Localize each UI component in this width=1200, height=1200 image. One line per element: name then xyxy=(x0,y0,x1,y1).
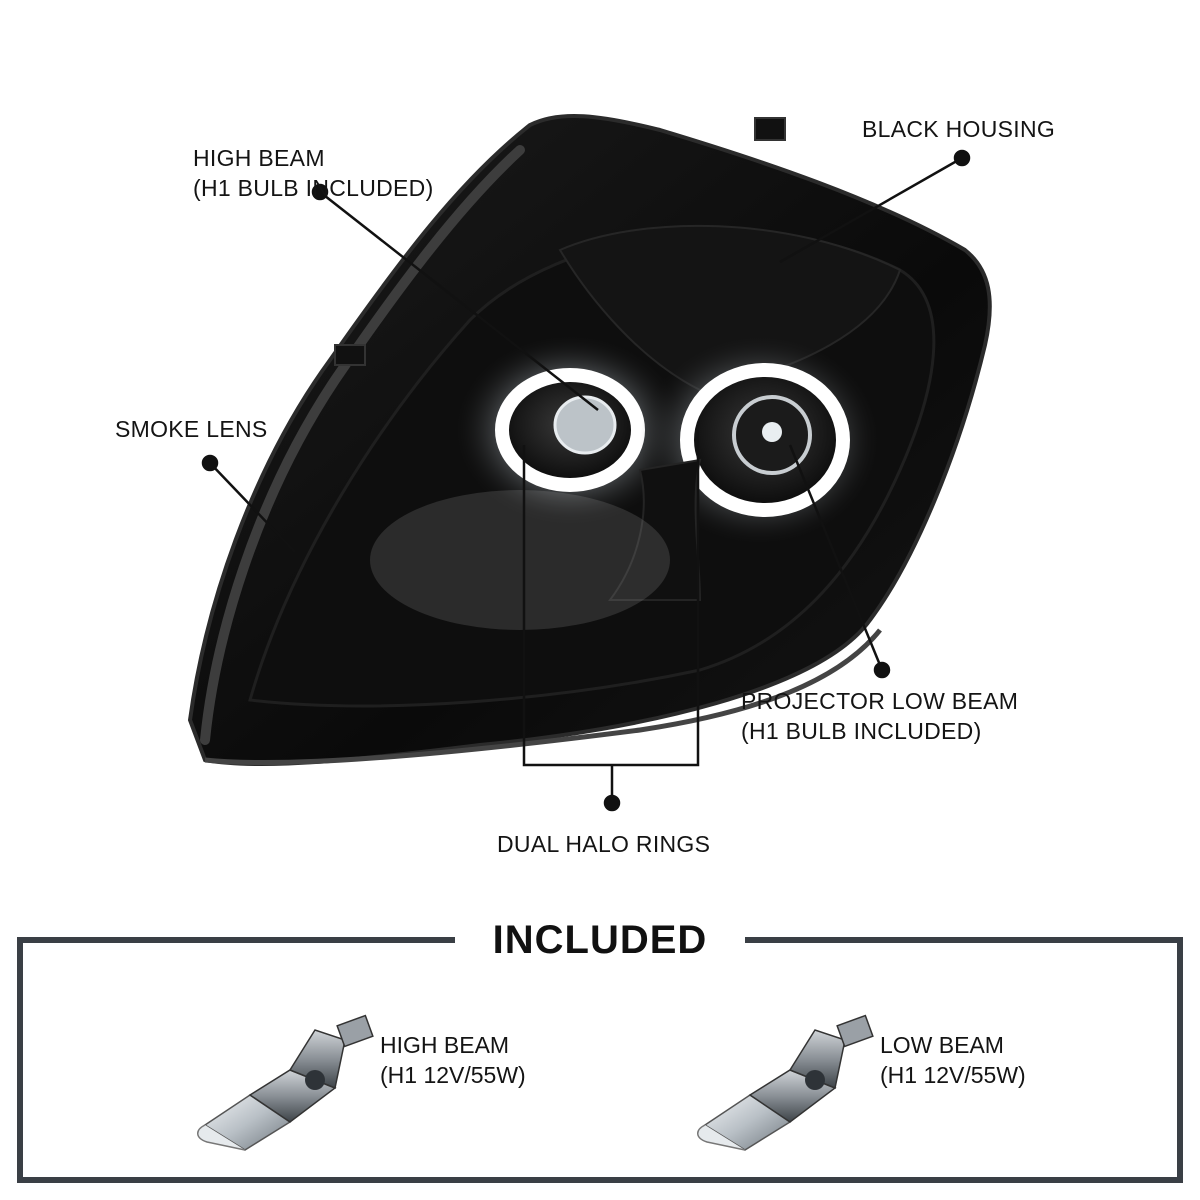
black-housing-leader xyxy=(779,156,963,264)
smoke-lens-leader-dot xyxy=(201,454,219,472)
leader-lines xyxy=(201,149,971,812)
smoke-lens-callout-line1: SMOKE LENS xyxy=(115,416,268,442)
high-beam-callout: HIGH BEAM (H1 BULB INCLUDED) xyxy=(193,143,434,203)
included-frame xyxy=(17,937,1183,1183)
projector-lens-center xyxy=(762,422,782,442)
center-divider xyxy=(608,458,702,601)
projector-leader xyxy=(788,444,884,671)
low-beam-bulb-label: LOW BEAM (H1 12V/55W) xyxy=(880,1030,1026,1090)
included-title: INCLUDED xyxy=(470,918,730,963)
included-item-line2: (H1 12V/55W) xyxy=(880,1062,1026,1088)
high-beam-leader xyxy=(319,191,599,411)
smoke-lens-callout: SMOKE LENS xyxy=(115,414,268,444)
projector-low-beam-callout: PROJECTOR LOW BEAM (H1 BULB INCLUDED) xyxy=(741,686,1018,746)
black-housing-callout-line1: BLACK HOUSING xyxy=(862,116,1056,142)
projector-callout-line1: PROJECTOR LOW BEAM xyxy=(741,688,1019,714)
smoke-lens-edge xyxy=(200,145,525,745)
dual-halo-leader-dot xyxy=(603,794,621,812)
smoke-lens-leader xyxy=(209,462,296,553)
included-item-line2: (H1 12V/55W) xyxy=(380,1062,526,1088)
dual-halo-rings-callout: DUAL HALO RINGS xyxy=(497,829,710,859)
high-beam-bulb-label: HIGH BEAM (H1 12V/55W) xyxy=(380,1030,526,1090)
high-beam-callout-line2: (H1 BULB INCLUDED) xyxy=(193,175,434,201)
h1-bulb-icon xyxy=(697,1014,874,1151)
high-beam-reflector xyxy=(553,395,617,455)
high-beam-leader-dot xyxy=(311,183,329,201)
mounting-tab xyxy=(754,117,786,141)
included-item-line1: LOW BEAM xyxy=(880,1032,1004,1058)
lower-glow xyxy=(370,490,670,630)
dual-halo-callout-line1: DUAL HALO RINGS xyxy=(497,831,711,857)
headlight-assembly xyxy=(187,113,992,767)
projector-callout-line2: (H1 BULB INCLUDED) xyxy=(741,718,982,744)
h1-bulb-icon xyxy=(197,1014,374,1151)
mounting-tab xyxy=(334,344,366,366)
black-housing-leader-dot xyxy=(953,149,971,167)
included-item-line1: HIGH BEAM xyxy=(380,1032,510,1058)
bottom-trim xyxy=(204,628,882,765)
black-housing-callout: BLACK HOUSING xyxy=(862,114,1055,144)
high-beam-callout-line1: HIGH BEAM xyxy=(193,145,325,171)
included-border xyxy=(17,937,1183,1183)
projector-leader-dot xyxy=(873,661,891,679)
